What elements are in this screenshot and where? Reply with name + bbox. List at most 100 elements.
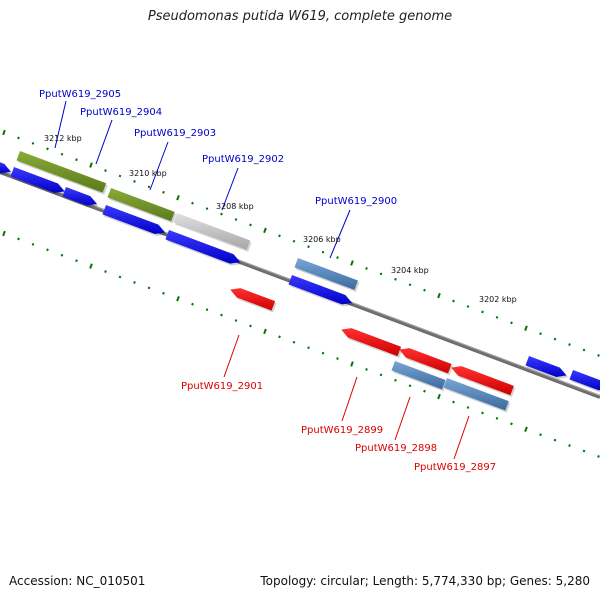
ruler-tick bbox=[46, 248, 49, 252]
gene-label-2904[interactable]: PputW619_2904 bbox=[80, 107, 162, 118]
ruler-tick bbox=[365, 368, 368, 371]
gene-feature-forward[interactable] bbox=[0, 160, 11, 174]
gene-feature-reverse[interactable] bbox=[391, 361, 446, 390]
ruler-tick bbox=[597, 455, 600, 458]
ruler-tick bbox=[234, 319, 238, 322]
ruler-tick bbox=[350, 260, 354, 266]
ruler-tick bbox=[307, 346, 310, 350]
ruler-tick bbox=[133, 180, 136, 183]
gene-feature-reverse[interactable] bbox=[443, 378, 509, 411]
ruler-tick bbox=[452, 299, 455, 303]
ruler-tick bbox=[423, 288, 426, 292]
map-title: Pseudomonas putida W619, complete genome bbox=[147, 9, 453, 24]
leader-line-2898 bbox=[394, 396, 411, 441]
ruler-tick bbox=[481, 310, 484, 314]
ruler-tick bbox=[466, 406, 470, 409]
ruler-label-3210: 3210 kbp bbox=[129, 169, 167, 178]
ruler-tick bbox=[17, 136, 20, 140]
gene-feature-forward[interactable] bbox=[165, 230, 241, 264]
ruler-tick bbox=[539, 332, 542, 336]
ruler-tick bbox=[46, 147, 49, 151]
ruler-tick bbox=[568, 444, 571, 447]
ruler-tick bbox=[495, 315, 499, 319]
ruler-tick bbox=[176, 195, 180, 201]
gene-feature-forward[interactable] bbox=[102, 205, 166, 235]
ruler-tick bbox=[191, 201, 194, 205]
reverse-leader-lines bbox=[223, 334, 470, 460]
gene-label-2899[interactable]: PputW619_2899 bbox=[301, 425, 383, 436]
forward-leader-lines bbox=[54, 100, 351, 259]
ruler-tick bbox=[365, 267, 368, 270]
ruler-tick bbox=[597, 354, 600, 357]
ruler-tick bbox=[292, 340, 296, 344]
gene-feature-2901[interactable] bbox=[230, 288, 276, 311]
ruler-tick bbox=[466, 305, 470, 308]
ruler-tick bbox=[553, 438, 557, 442]
gene-label-2901[interactable]: PputW619_2901 bbox=[181, 381, 263, 392]
ruler-tick bbox=[553, 337, 557, 341]
leader-line-2903 bbox=[149, 141, 169, 191]
ruler-tick bbox=[394, 378, 397, 382]
ruler-tick bbox=[176, 296, 180, 302]
ruler-tick bbox=[336, 357, 339, 360]
leader-line-2897 bbox=[453, 415, 470, 460]
ruler-tick bbox=[437, 292, 441, 299]
gene-feature-forward[interactable] bbox=[525, 356, 567, 377]
gene-feature-2897[interactable] bbox=[451, 366, 514, 396]
gene-feature-2899[interactable] bbox=[341, 328, 402, 357]
ruler-tick bbox=[60, 253, 64, 257]
ruler-tick bbox=[350, 361, 354, 367]
ruler-tick bbox=[2, 129, 6, 136]
ruler-tick bbox=[220, 212, 223, 216]
gene-feature-forward[interactable] bbox=[62, 187, 98, 206]
ruler-tick bbox=[249, 324, 252, 328]
leader-line-2905 bbox=[54, 100, 67, 149]
ruler-tick bbox=[234, 218, 238, 221]
gene-label-2900[interactable]: PputW619_2900 bbox=[315, 196, 397, 207]
gene-label-2897[interactable]: PputW619_2897 bbox=[414, 462, 496, 473]
ruler-label-3212: 3212 kbp bbox=[44, 134, 82, 143]
leader-line-2900 bbox=[329, 209, 351, 259]
ruler-tick bbox=[336, 256, 339, 259]
ruler-tick bbox=[379, 373, 383, 377]
ruler-tick bbox=[2, 230, 6, 237]
inner-ruler-ticks bbox=[2, 230, 600, 458]
ruler-tick bbox=[495, 416, 499, 420]
leader-line-2902 bbox=[221, 167, 239, 211]
ruler-tick bbox=[582, 348, 586, 352]
gene-feature-2902[interactable] bbox=[173, 213, 251, 250]
ruler-tick bbox=[321, 250, 325, 254]
gene-feature-2905[interactable] bbox=[16, 151, 107, 193]
ruler-tick bbox=[423, 389, 426, 393]
ruler-tick bbox=[89, 263, 93, 269]
gene-label-2898[interactable]: PputW619_2898 bbox=[355, 443, 437, 454]
gene-feature-forward[interactable] bbox=[569, 370, 600, 391]
gene-feature-2898[interactable] bbox=[399, 348, 452, 374]
gene-label-2905[interactable]: PputW619_2905 bbox=[39, 89, 121, 100]
accession-text: Accession: NC_010501 bbox=[9, 574, 146, 588]
ruler-tick bbox=[75, 158, 78, 162]
ruler-tick bbox=[17, 237, 20, 241]
gene-feature-forward[interactable] bbox=[10, 167, 65, 193]
ruler-tick bbox=[278, 335, 281, 339]
ruler-tick bbox=[307, 245, 310, 249]
ruler-tick bbox=[437, 393, 441, 400]
ruler-tick bbox=[524, 426, 528, 432]
gene-feature-2903[interactable] bbox=[107, 188, 175, 222]
ruler-tick bbox=[75, 259, 78, 263]
ruler-label-3202: 3202 kbp bbox=[479, 295, 517, 304]
gene-label-2902[interactable]: PputW619_2902 bbox=[202, 154, 284, 165]
ruler-tick bbox=[263, 328, 267, 335]
ruler-tick bbox=[249, 223, 252, 227]
ruler-label-3206: 3206 kbp bbox=[303, 235, 341, 244]
ruler-tick bbox=[524, 325, 528, 331]
ruler-tick bbox=[205, 207, 209, 211]
gene-label-2903[interactable]: PputW619_2903 bbox=[134, 128, 216, 139]
ruler-tick bbox=[162, 291, 165, 295]
ruler-tick bbox=[510, 321, 513, 325]
ruler-tick bbox=[568, 343, 571, 346]
ruler-tick bbox=[321, 351, 325, 355]
gene-feature-2900[interactable] bbox=[294, 258, 358, 290]
gene-feature-forward[interactable] bbox=[288, 275, 353, 305]
leader-line-2899 bbox=[341, 376, 358, 422]
